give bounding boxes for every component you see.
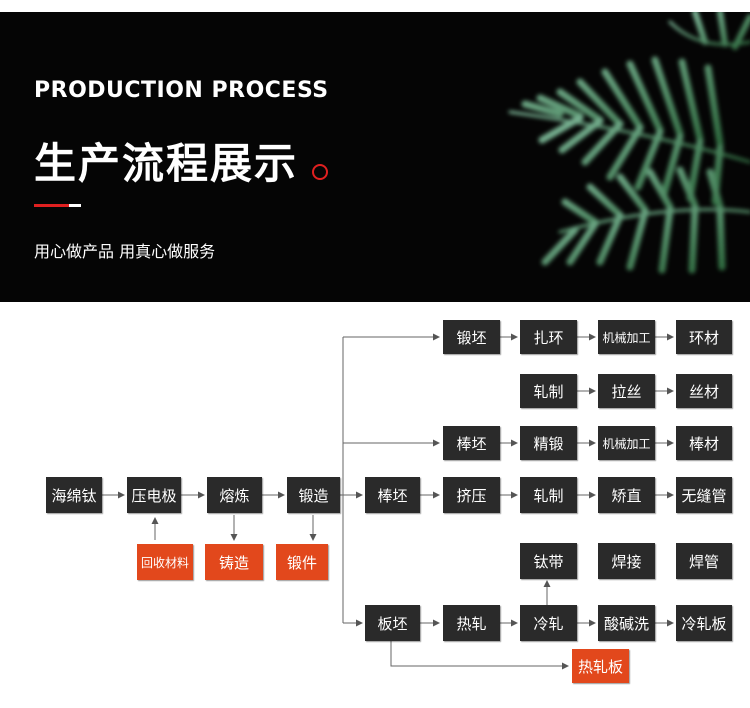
node-zhuzao: 铸造	[205, 544, 263, 580]
palm-leaf-image	[508, 12, 750, 274]
node-suanjianxi: 酸碱洗	[598, 605, 655, 641]
node-bangcai: 棒材	[676, 426, 732, 460]
node-banpi: 板坯	[365, 605, 420, 641]
banner-subtitle: 用心做产品 用真心做服务	[34, 242, 216, 261]
node-taidai: 钛带	[520, 543, 577, 579]
node-zhazhi: 轧制	[520, 374, 577, 408]
node-bangpi2: 棒坯	[365, 477, 420, 513]
node-zhahuan: 扎环	[520, 320, 577, 354]
node-jingduan: 精锻	[520, 426, 577, 460]
node-jixie1: 机械加工	[598, 320, 655, 354]
title-dot-icon	[312, 164, 328, 180]
accent-bar-tail	[69, 204, 81, 207]
node-duanpi: 锻坯	[443, 320, 500, 354]
node-duanjian: 锻件	[276, 544, 328, 580]
node-rezhaban: 热轧板	[572, 649, 629, 683]
node-rezha: 热轧	[443, 605, 500, 641]
node-hanjie: 焊接	[598, 543, 655, 579]
node-yadianji: 压电极	[127, 477, 181, 513]
accent-bar	[34, 204, 69, 207]
node-huishou: 回收材料	[137, 544, 193, 580]
node-huancai: 环材	[676, 320, 732, 354]
node-jiya: 挤压	[443, 477, 500, 513]
node-hanguan: 焊管	[676, 543, 732, 579]
banner: PRODUCTION PROCESS 生产流程展示 用心做产品 用真心做服务	[0, 12, 750, 302]
node-lengzha: 冷轧	[520, 605, 577, 641]
node-bangpi1: 棒坯	[443, 426, 500, 460]
node-jixie2: 机械加工	[598, 426, 655, 460]
node-wufengguan: 无缝管	[676, 477, 732, 513]
node-lengzhaban: 冷轧板	[676, 605, 732, 641]
node-ronglian: 熔炼	[207, 477, 262, 513]
node-zhazhi2: 轧制	[520, 477, 577, 513]
node-sicai: 丝材	[676, 374, 732, 408]
node-duanzao: 锻造	[287, 477, 340, 513]
node-jiaozhi: 矫直	[598, 477, 655, 513]
node-haimiantai: 海绵钛	[46, 477, 102, 513]
node-lasi: 拉丝	[598, 374, 655, 408]
banner-title-en: PRODUCTION PROCESS	[34, 78, 329, 103]
banner-title-cn: 生产流程展示	[34, 139, 299, 188]
